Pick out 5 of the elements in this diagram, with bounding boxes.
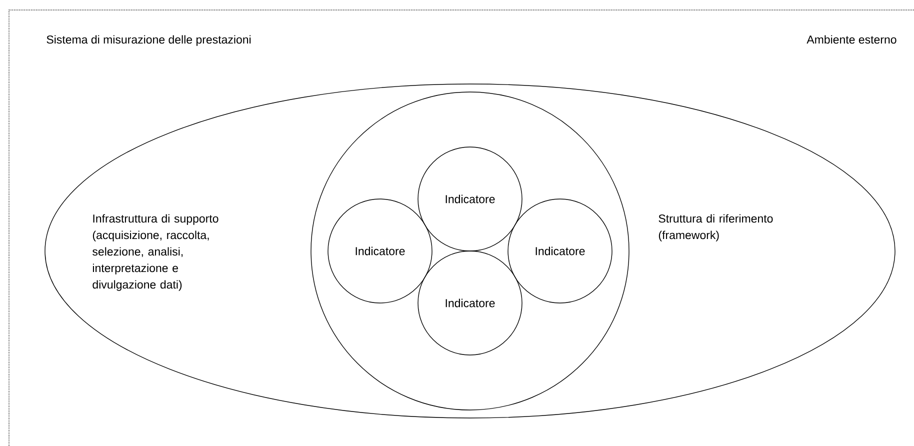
circle: [310, 92, 630, 410]
heading-label: Ambiente esterno: [806, 35, 896, 44]
heading-label: Sistema di misurazione delle prestazioni: [46, 35, 251, 46]
ellipse-text: Struttura di riferimento (framework): [658, 214, 773, 242]
ellipse-text: Infrastruttura di supporto (acquisizione, raccolta, selezione, analisi, interpretazione e divulgazione dati): [92, 214, 218, 291]
